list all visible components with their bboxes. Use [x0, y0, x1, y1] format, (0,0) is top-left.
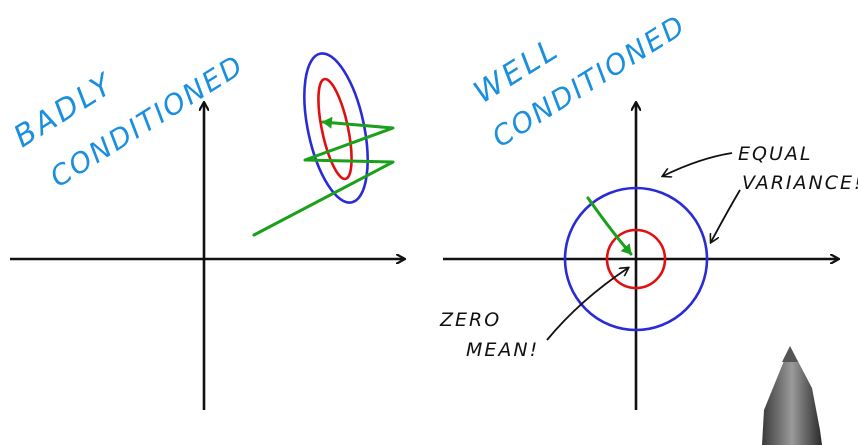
- right-gradient-path: [586, 196, 633, 256]
- left-zigzag-path: [252, 116, 395, 237]
- zero-label: ZERO: [439, 309, 501, 331]
- equal-pointer-arrow: [663, 152, 733, 176]
- right-outer-circle: [563, 186, 709, 332]
- pen-icon: [762, 346, 822, 445]
- zero-mean-pointer-arrow: [546, 268, 628, 341]
- well-conditioned-panel: WELL CONDITIONED EQUAL VARIANCE! ZERO ME…: [439, 8, 858, 410]
- equal-label: EQUAL: [738, 143, 812, 165]
- left-outer-ellipse: [303, 52, 369, 204]
- variance-pointer-arrow: [711, 189, 741, 242]
- right-inner-circle: [605, 228, 667, 290]
- left-inner-ellipse: [317, 77, 353, 181]
- variance-label: VARIANCE!: [742, 172, 858, 194]
- badly-conditioned-panel: BADLY CONDITIONED: [8, 48, 404, 410]
- mean-label: MEAN!: [466, 339, 539, 361]
